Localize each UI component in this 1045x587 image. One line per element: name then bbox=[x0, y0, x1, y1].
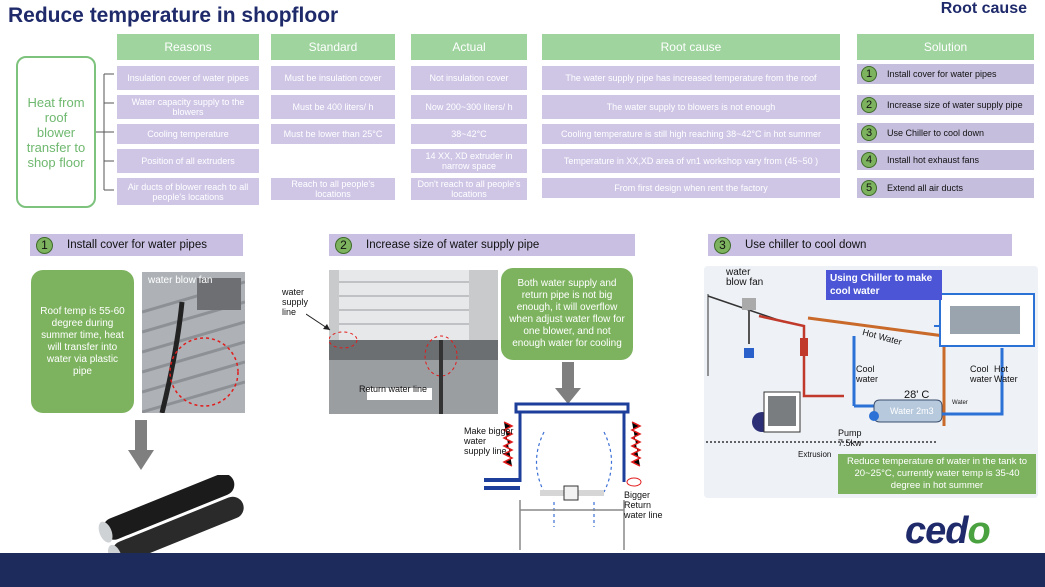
solution-item: 3 Use Chiller to cool down bbox=[857, 123, 1034, 143]
brand-logo: cedo bbox=[905, 510, 991, 553]
supply-line-label: water supply line bbox=[282, 287, 309, 317]
return-line-label: Return water line bbox=[359, 384, 428, 394]
solution-label: Install cover for water pipes bbox=[887, 69, 997, 79]
actual-cell: Don't reach to all people's locations bbox=[411, 178, 527, 200]
actual-cell: 14 XX, XD extruder in narrow space bbox=[411, 149, 527, 173]
header-reasons: Reasons bbox=[117, 34, 259, 60]
temperature-label: 28' C bbox=[904, 389, 930, 401]
footer-bar bbox=[0, 553, 1045, 587]
down-arrow-icon bbox=[128, 420, 154, 470]
solution-number: 2 bbox=[861, 97, 877, 113]
water-small-label: Water bbox=[952, 400, 968, 406]
reason-cell: Cooling temperature bbox=[117, 124, 259, 144]
panel-number: 3 bbox=[714, 236, 731, 254]
solution-label: Increase size of water supply pipe bbox=[887, 100, 1023, 110]
slide-title: Reduce temperature in shopfloor bbox=[8, 4, 339, 27]
panel-number: 1 bbox=[36, 236, 53, 254]
solution-item: 2 Increase size of water supply pipe bbox=[857, 95, 1034, 115]
solution-item: 4 Install hot exhaust fans bbox=[857, 150, 1034, 170]
logo-accent: o bbox=[967, 510, 990, 552]
supply-pointer-arrow bbox=[306, 313, 331, 331]
cool-water-text: Cool water bbox=[856, 364, 879, 384]
reason-cell: Position of all extruders bbox=[117, 149, 259, 173]
reason-cell: Insulation cover of water pipes bbox=[117, 66, 259, 90]
root-cause-tag: Root cause bbox=[940, 0, 1027, 17]
tank-label: Water 2m3 bbox=[890, 406, 934, 416]
panel1-title: 1 Install cover for water pipes bbox=[30, 234, 243, 256]
root-cause-cell: From first design when rent the factory bbox=[542, 178, 840, 198]
insulation-pipe-illustration bbox=[92, 475, 252, 553]
solution-label: Install hot exhaust fans bbox=[887, 155, 980, 165]
extrusion-label: Extrusion bbox=[798, 450, 832, 459]
logo-text: ced bbox=[905, 510, 968, 552]
photo-label: water blow fan bbox=[148, 275, 213, 286]
heat-source-box: Heat from roof blower transfer to shop f… bbox=[16, 56, 96, 208]
standard-cell: Must be insulation cover bbox=[271, 66, 395, 90]
blower-unit-photo: Return water line bbox=[329, 270, 498, 414]
root-cause-cell: The water supply to blowers is not enoug… bbox=[542, 95, 840, 119]
panel-title-text: Use chiller to cool down bbox=[745, 239, 867, 251]
callout-text: Both water supply and return pipe is not… bbox=[509, 278, 625, 349]
bigger-supply-label: Make bigger water supply line bbox=[464, 426, 514, 456]
panel3-title: 3 Use chiller to cool down bbox=[708, 234, 1012, 256]
bigger-return-label: Bigger Return water line bbox=[624, 490, 663, 520]
solution-number: 1 bbox=[861, 66, 877, 82]
heat-source-text: Heat from roof blower transfer to shop f… bbox=[26, 94, 86, 170]
actual-cell: Now 200~300 liters/ h bbox=[411, 95, 527, 119]
header-root-cause: Root cause bbox=[542, 34, 840, 60]
actual-cell: Not insulation cover bbox=[411, 66, 527, 90]
blower-unit-illustration bbox=[329, 270, 498, 414]
down-arrow-icon bbox=[555, 362, 581, 404]
cool-water-label: Cool water bbox=[970, 364, 992, 384]
reason-cell: Water capacity supply to the blowers bbox=[117, 95, 259, 119]
panel-title-text: Install cover for water pipes bbox=[67, 239, 207, 251]
root-cause-cell: Cooling temperature is still high reachi… bbox=[542, 124, 840, 144]
pipe-diagram bbox=[484, 402, 642, 550]
solution-number: 4 bbox=[861, 152, 877, 168]
bracket-connector bbox=[96, 73, 114, 191]
cool-water-label: Cool water bbox=[856, 364, 878, 384]
reduce-temp-callout: Reduce temperature of water in the tank … bbox=[838, 454, 1036, 494]
hot-water-label: Hot Water bbox=[994, 364, 1018, 384]
cool-water-text: Cool water bbox=[970, 364, 993, 384]
solution-item: 5 Extend all air ducts bbox=[857, 178, 1034, 198]
chiller-system-diagram: water blow fan Using Chiller to make coo… bbox=[704, 266, 1038, 498]
panel2-title: 2 Increase size of water supply pipe bbox=[329, 234, 635, 256]
callout-text: Roof temp is 55-60 degree during summer … bbox=[40, 305, 125, 377]
header-actual: Actual bbox=[411, 34, 527, 60]
roof-pipe-illustration bbox=[142, 272, 245, 413]
fan-label: water blow fan bbox=[726, 267, 764, 288]
chiller-callout: Using Chiller to make cool water bbox=[826, 270, 942, 300]
panel-number: 2 bbox=[335, 236, 352, 254]
root-cause-cell: The water supply pipe has increased temp… bbox=[542, 66, 840, 90]
roof-pipe-photo: water blow fan bbox=[142, 272, 245, 413]
pump-label: Pump 7.5kw bbox=[838, 428, 862, 448]
standard-cell: Must be 400 liters/ h bbox=[271, 95, 395, 119]
solution-label: Use Chiller to cool down bbox=[887, 128, 985, 138]
root-cause-cell: Temperature in XX,XD area of vn1 worksho… bbox=[542, 149, 840, 173]
standard-cell: Reach to all people's locations bbox=[271, 178, 395, 200]
header-standard: Standard bbox=[271, 34, 395, 60]
solution-item: 1 Install cover for water pipes bbox=[857, 64, 1034, 84]
standard-cell: Must be lower than 25°C bbox=[271, 124, 395, 144]
panel1-callout: Roof temp is 55-60 degree during summer … bbox=[31, 270, 134, 413]
solution-label: Extend all air ducts bbox=[887, 183, 964, 193]
panel2-callout: Both water supply and return pipe is not… bbox=[501, 268, 633, 360]
hot-water-text: Hot Water bbox=[994, 364, 1018, 384]
reason-cell: Air ducts of blower reach to all people'… bbox=[117, 178, 259, 205]
panel-title-text: Increase size of water supply pipe bbox=[366, 239, 540, 251]
header-solution: Solution bbox=[857, 34, 1034, 60]
actual-cell: 38~42°C bbox=[411, 124, 527, 144]
solution-number: 3 bbox=[861, 125, 877, 141]
solution-number: 5 bbox=[861, 180, 877, 196]
